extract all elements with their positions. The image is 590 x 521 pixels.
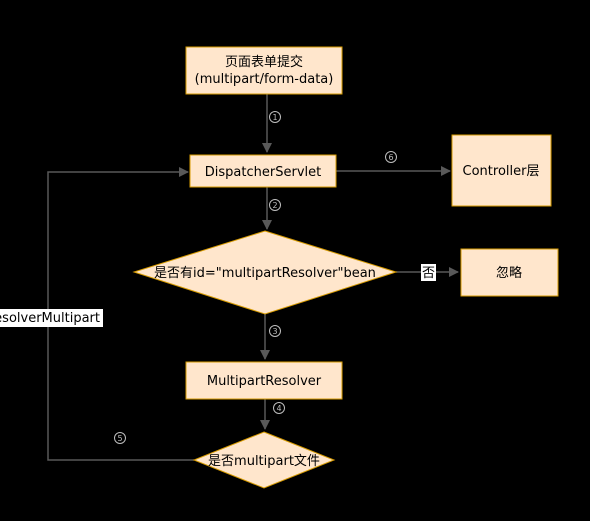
step-4-label: 4	[276, 404, 281, 413]
loop-label: resolverMultipart	[0, 311, 100, 326]
node-multipart-resolver	[185, 361, 343, 400]
step-2-marker	[269, 199, 281, 211]
step-3-marker	[269, 325, 281, 337]
node-multipart-resolver-label: MultipartResolver	[207, 374, 322, 389]
node-ignore-label: 忽略	[496, 265, 522, 281]
step-3-label: 3	[272, 327, 277, 336]
node-ignore	[460, 248, 559, 297]
step-1-label: 1	[272, 113, 277, 122]
node-controller-layer-label: Controller层	[463, 164, 540, 179]
node-dispatcher-servlet-label: DispatcherServlet	[205, 165, 321, 180]
node-is-multipart-file-label: 是否multipart文件	[208, 454, 320, 469]
step-1-marker	[269, 111, 281, 123]
step-6-label: 6	[388, 153, 393, 162]
no-label: 否	[422, 266, 435, 281]
step-4-marker	[273, 402, 285, 414]
node-form-submit-line1: 页面表单提交	[225, 54, 303, 70]
node-form-submit-line2: (multipart/form-data)	[195, 72, 334, 87]
step-5-marker	[114, 432, 126, 444]
step-5-label: 5	[117, 434, 122, 443]
node-has-resolver-bean-label: 是否有id="multipartResolver"bean	[154, 266, 376, 281]
step-2-label: 2	[272, 201, 277, 210]
node-dispatcher-servlet	[189, 154, 337, 188]
node-has-resolver-bean-decision	[132, 230, 398, 315]
step-6-marker	[385, 151, 397, 163]
node-controller-layer	[451, 134, 552, 207]
node-form-submit	[185, 46, 343, 95]
loop-label-box	[0, 309, 103, 327]
node-is-multipart-file-decision	[192, 431, 336, 489]
no-label-box	[421, 264, 436, 281]
